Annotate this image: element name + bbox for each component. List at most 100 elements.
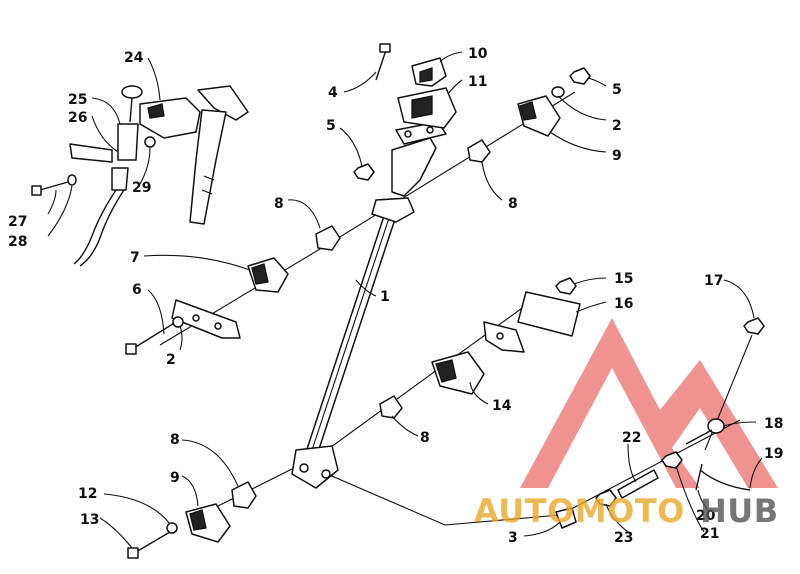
callout-28: 28 bbox=[8, 234, 27, 250]
leader-19 bbox=[749, 457, 763, 489]
upper-block-10 bbox=[411, 57, 447, 87]
watermark-text-hub: HUB bbox=[700, 492, 779, 530]
leader-8c bbox=[391, 415, 419, 437]
watermark-mountain-cutout bbox=[590, 440, 636, 488]
leader-2a bbox=[557, 95, 607, 121]
callout-9-lower: 9 bbox=[170, 470, 180, 486]
leader-29 bbox=[139, 147, 151, 185]
callout-20: 20 bbox=[696, 508, 716, 524]
nut-5-upper bbox=[569, 67, 591, 85]
clamp-9-lower bbox=[185, 503, 231, 543]
frame-tube bbox=[189, 109, 227, 225]
leader-8a bbox=[287, 199, 321, 229]
bushing-8-upper-right bbox=[467, 139, 491, 163]
callout-7: 7 bbox=[130, 250, 140, 266]
bolt-4 bbox=[375, 43, 391, 81]
sleeve-22 bbox=[617, 469, 659, 499]
screw-27-head bbox=[31, 185, 42, 196]
leader-21 bbox=[675, 465, 705, 533]
leader-11 bbox=[447, 79, 463, 95]
callout-2-left: 2 bbox=[166, 352, 176, 368]
leader-4 bbox=[343, 71, 377, 93]
cable-end bbox=[111, 167, 129, 191]
callout-8-lower: 8 bbox=[170, 432, 180, 448]
screw-27-shank bbox=[39, 181, 69, 191]
bracket-plate-6 bbox=[171, 299, 241, 339]
leader-lines bbox=[47, 51, 763, 549]
upper-block-11 bbox=[397, 87, 457, 129]
nut-21-shape bbox=[661, 451, 683, 469]
leader-24 bbox=[147, 57, 161, 101]
bushing-8-middle bbox=[379, 395, 403, 419]
lower-arm-hole-b bbox=[321, 469, 331, 479]
washer-2-upper bbox=[551, 86, 565, 98]
throttle-assembly bbox=[31, 85, 249, 267]
leader-20 bbox=[697, 489, 709, 511]
leader-5a bbox=[587, 77, 607, 87]
callout-5-upper: 5 bbox=[612, 82, 622, 98]
clip-26 bbox=[69, 143, 113, 163]
bracket-24-slot bbox=[147, 103, 165, 119]
bolt-6-shank bbox=[133, 321, 177, 349]
bracket-hole-a bbox=[192, 314, 200, 322]
nut-15 bbox=[555, 277, 577, 295]
plate-small-body bbox=[483, 321, 525, 353]
callout-8-upper-right: 8 bbox=[508, 196, 518, 212]
leader-2b bbox=[179, 325, 183, 351]
callout-5-left: 5 bbox=[326, 118, 336, 134]
watermark-text: AUTOMOTO HUB bbox=[474, 492, 779, 530]
frame-tube-line-a bbox=[203, 175, 215, 181]
callout-8-upper-left: 8 bbox=[274, 196, 284, 212]
callout-8-middle: 8 bbox=[420, 430, 430, 446]
callout-2-upper: 2 bbox=[612, 118, 622, 134]
callout-16: 16 bbox=[614, 296, 633, 312]
plate-16-body bbox=[517, 291, 581, 337]
lower-arm-hole-a bbox=[299, 463, 309, 473]
washer-28 bbox=[67, 174, 77, 186]
bracket-plate-body bbox=[171, 299, 241, 339]
leader-25 bbox=[91, 97, 121, 125]
washer-12-shape bbox=[166, 522, 178, 534]
cotter-pin-19-shape bbox=[699, 469, 751, 491]
sleeve-22-body bbox=[617, 469, 659, 499]
nut-23 bbox=[595, 489, 617, 507]
frame-bracket-top bbox=[197, 85, 249, 121]
bolt-6-head bbox=[125, 343, 137, 355]
watermark-mountain-shape bbox=[520, 318, 778, 488]
bolt-4-head bbox=[379, 43, 391, 53]
nut-17-shape bbox=[743, 317, 765, 335]
bolt-13-shank bbox=[135, 531, 171, 553]
steering-post-lower-arm bbox=[291, 445, 339, 489]
throttle-cable bbox=[73, 189, 117, 265]
clamp-9-lower-slot bbox=[189, 509, 207, 531]
bolt-20 bbox=[695, 463, 703, 491]
axis-lower-link bbox=[317, 469, 561, 526]
callout-15: 15 bbox=[614, 271, 633, 287]
bolt-4-shank bbox=[375, 49, 387, 81]
clamp-7-slot bbox=[251, 263, 269, 285]
plate-hole-a bbox=[404, 130, 412, 138]
leader-28 bbox=[47, 185, 73, 237]
washer-29 bbox=[144, 136, 156, 148]
bushing-8-lower bbox=[231, 481, 257, 509]
callout-11: 11 bbox=[468, 74, 487, 90]
callout-6: 6 bbox=[132, 282, 142, 298]
callout-27: 27 bbox=[8, 214, 27, 230]
callout-26: 26 bbox=[68, 110, 87, 126]
leader-27 bbox=[47, 189, 57, 215]
nut-5-upper-shape bbox=[569, 67, 591, 85]
leader-26 bbox=[91, 115, 119, 153]
callout-29: 29 bbox=[132, 180, 151, 196]
clamp-9-upper bbox=[517, 95, 561, 137]
callout-14: 14 bbox=[492, 398, 512, 414]
callout-24: 24 bbox=[124, 50, 144, 66]
plate-hole-b bbox=[426, 126, 434, 134]
leader-15 bbox=[573, 277, 607, 285]
leader-1 bbox=[355, 279, 377, 297]
cable-housing-26 bbox=[117, 123, 139, 161]
nut-5-left bbox=[353, 163, 375, 181]
plate-small bbox=[483, 321, 525, 353]
leader-9b bbox=[181, 475, 199, 507]
clamp-7 bbox=[247, 257, 289, 293]
clamp-14-slot bbox=[435, 359, 457, 383]
